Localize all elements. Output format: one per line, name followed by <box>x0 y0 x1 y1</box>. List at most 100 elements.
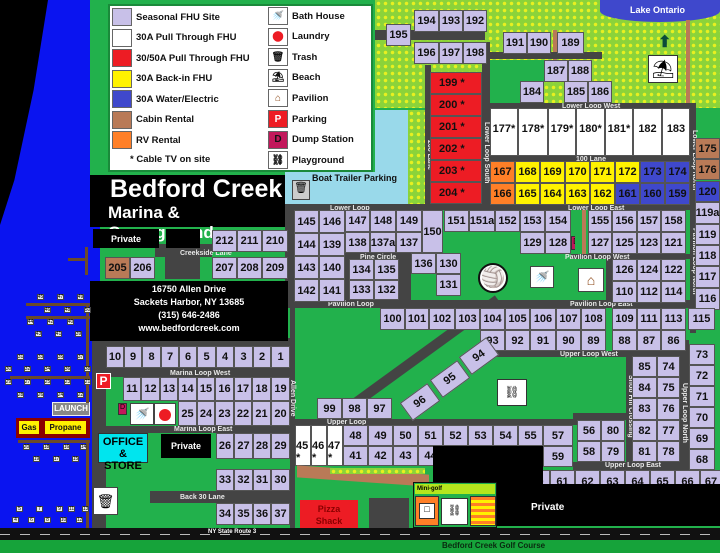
campsite[interactable]: 118 <box>695 245 720 266</box>
campsite[interactable]: 15 <box>197 377 215 401</box>
boat-slip[interactable]: 35 <box>57 354 64 360</box>
campsite[interactable]: 83 <box>632 398 657 420</box>
campsite[interactable]: 149 <box>396 210 422 232</box>
boat-slip[interactable]: 29 <box>5 379 12 385</box>
campsite[interactable]: 58 <box>577 441 601 462</box>
gas-station[interactable]: Gas <box>19 421 39 434</box>
golf-course-label[interactable]: Bedford Creek Golf Course <box>442 541 546 550</box>
campsite[interactable]: 11 <box>123 377 141 401</box>
campsite[interactable]: 68 <box>689 449 715 470</box>
campsite[interactable]: 176 <box>695 159 720 180</box>
campsite[interactable]: 202 * <box>430 138 482 160</box>
campsite[interactable]: 196 <box>414 42 439 64</box>
campsite[interactable]: 112 <box>637 281 661 303</box>
boat-slip[interactable]: 41 <box>55 331 62 337</box>
campsite[interactable]: 147 <box>345 210 370 232</box>
campsite[interactable]: 197 <box>439 42 463 64</box>
campsite[interactable]: 199 * <box>430 72 482 94</box>
campsite[interactable]: 174 <box>665 161 690 183</box>
boat-slip[interactable]: 15 <box>72 456 79 462</box>
boat-slip[interactable]: 28 <box>17 392 24 398</box>
campsite[interactable]: 180* <box>576 108 605 156</box>
campsite[interactable]: 92 <box>505 330 530 351</box>
campsite[interactable]: 124 <box>637 259 661 281</box>
campsite[interactable]: 8 <box>142 346 161 368</box>
campsite[interactable]: 32 <box>234 469 253 491</box>
campsite[interactable]: 207 <box>212 257 237 279</box>
campsite[interactable]: 59 <box>543 446 573 467</box>
campsite[interactable]: 156 <box>612 210 637 232</box>
campsite[interactable]: 6 <box>179 346 197 368</box>
campsite[interactable]: 13 <box>160 377 178 401</box>
campsite[interactable]: 173 <box>640 161 665 183</box>
campsite[interactable]: 129 <box>520 232 545 254</box>
campsite[interactable]: 143 <box>294 256 319 279</box>
campsite[interactable]: 23 <box>215 401 234 426</box>
campsite[interactable]: 47 * <box>327 425 343 466</box>
campsite[interactable]: 192 <box>463 10 487 32</box>
campsite[interactable]: 5 <box>197 346 216 368</box>
campsite[interactable]: 48 <box>343 425 368 446</box>
campsite[interactable]: 200 * <box>430 94 482 116</box>
boat-slip[interactable]: 37 <box>77 354 84 360</box>
campsite[interactable]: 128 <box>545 232 571 254</box>
campsite[interactable]: 9 <box>124 346 142 368</box>
campsite[interactable]: 190 <box>527 32 551 54</box>
campsite[interactable]: 54 <box>493 425 518 446</box>
campsite[interactable]: 20 <box>271 401 290 426</box>
campsite[interactable]: 185 <box>564 81 588 103</box>
boat-slip[interactable]: 38 <box>84 366 91 372</box>
campsite[interactable]: 155 <box>588 210 612 232</box>
campsite[interactable]: 21 <box>252 401 271 426</box>
dump-station-icon[interactable]: D <box>118 403 127 415</box>
campsite[interactable]: 70 <box>689 407 715 428</box>
campsite[interactable]: 126 <box>612 259 637 281</box>
campsite[interactable]: 100 <box>380 308 405 330</box>
campsite[interactable]: 19 <box>271 377 290 401</box>
phone-number[interactable]: (315) 646-2486 <box>158 310 220 320</box>
boat-slip[interactable]: 47 <box>57 294 64 300</box>
boat-slip[interactable]: 22 <box>77 392 84 398</box>
campsite[interactable]: 169 <box>540 161 565 183</box>
campsite[interactable]: 25 <box>178 401 197 426</box>
campsite[interactable]: 151a <box>469 210 495 232</box>
campsite[interactable]: 110 <box>612 281 637 303</box>
campsite[interactable]: 43 <box>393 446 418 466</box>
campsite[interactable]: 119a <box>695 202 720 224</box>
campsite[interactable]: 209 <box>262 257 288 279</box>
campsite[interactable]: 161 <box>615 183 640 205</box>
campsite[interactable]: 18 <box>252 377 271 401</box>
campsite[interactable]: 34 <box>216 503 234 525</box>
campsite[interactable]: 22 <box>234 401 252 426</box>
campsite[interactable]: 154 <box>545 210 571 232</box>
campsite[interactable]: 130 <box>436 253 461 274</box>
boat-slip[interactable]: 36 <box>64 366 71 372</box>
office-store[interactable]: OFFICE & STORE <box>98 433 148 472</box>
boat-slip[interactable]: 45 <box>37 294 44 300</box>
mini-golf-area[interactable]: Mini-golf □ ⛓ <box>413 482 497 528</box>
campsite[interactable]: 198 <box>463 42 487 64</box>
campsite[interactable]: 31 <box>253 469 271 491</box>
campsite[interactable]: 205 <box>105 257 130 279</box>
campsite[interactable]: 99 <box>317 398 342 419</box>
campsite[interactable]: 204 * <box>430 182 482 204</box>
campsite[interactable]: 69 <box>689 428 715 449</box>
shower-icon[interactable]: 🚿 <box>530 266 554 288</box>
boat-slip[interactable]: 24 <box>57 392 64 398</box>
campsite[interactable]: 4 <box>216 346 234 368</box>
pavilion-icon[interactable]: ⌂ <box>578 268 604 292</box>
campsite[interactable]: 78 <box>657 441 680 462</box>
campsite[interactable]: 90 <box>556 330 581 351</box>
campsite[interactable]: 89 <box>581 330 606 351</box>
campsite[interactable]: 102 <box>429 308 455 330</box>
campsite[interactable]: 57 <box>543 425 573 446</box>
campsite[interactable]: 168 <box>515 161 540 183</box>
campsite[interactable]: 98 <box>342 398 367 419</box>
campsite[interactable]: 120 <box>695 181 720 202</box>
campsite[interactable]: 56 <box>577 420 601 441</box>
campsite[interactable]: 115 <box>688 308 715 330</box>
campsite[interactable]: 3 <box>234 346 253 368</box>
boat-slip[interactable]: 13 <box>82 506 89 512</box>
campsite[interactable]: 111 <box>637 308 661 330</box>
boat-slip[interactable]: 32 <box>24 366 31 372</box>
